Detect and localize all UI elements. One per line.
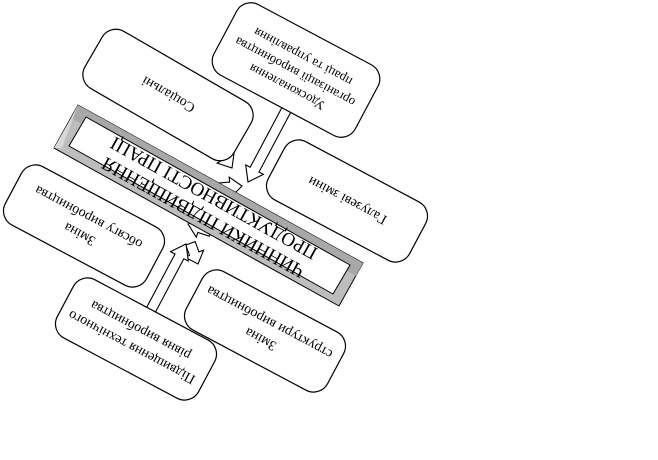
node-social: Соціальні [82, 28, 254, 162]
node-industry-shifts: Галузеві зміни [265, 139, 429, 263]
arrow-production-structure [183, 240, 205, 265]
arrow-technical-level [142, 243, 189, 320]
node-improved-org: Удосконалення організації виробництва пр… [211, 2, 381, 138]
